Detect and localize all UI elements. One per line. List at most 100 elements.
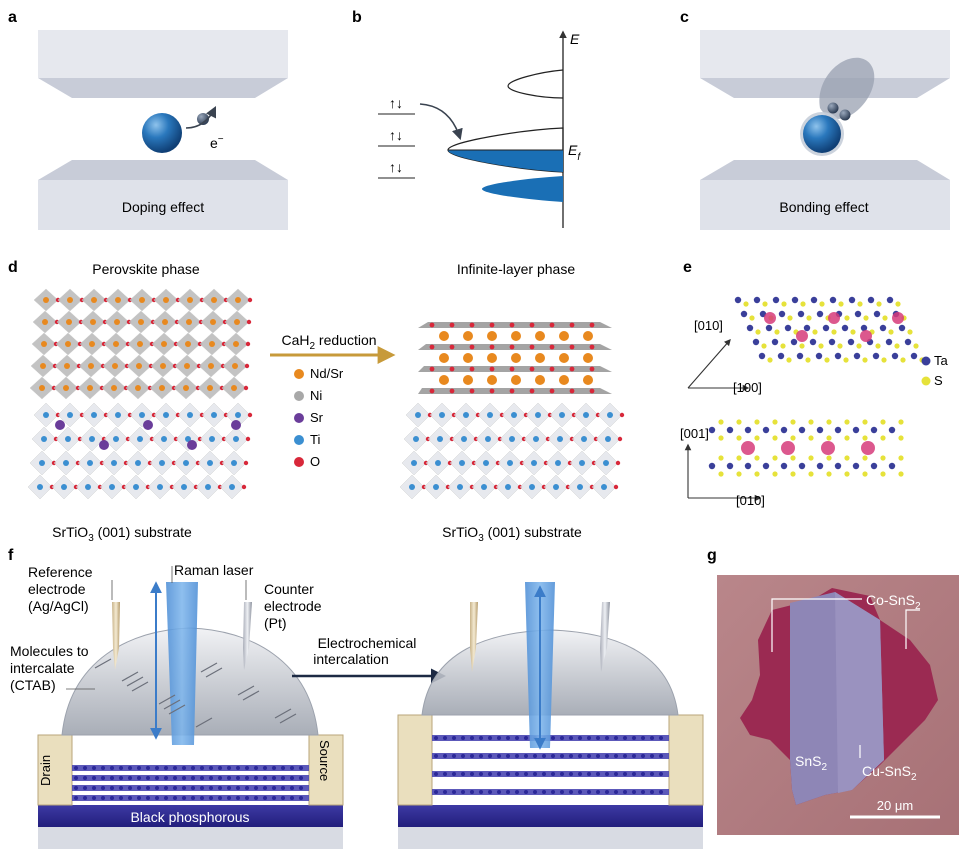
legend-label: Sr	[310, 410, 324, 425]
oxygen-atom	[509, 388, 515, 394]
axis-010-bottom-label: [010]	[736, 493, 765, 508]
p-atom	[497, 754, 501, 758]
bp-layer	[72, 775, 309, 781]
s-atom	[862, 455, 868, 461]
p-atom	[191, 786, 195, 790]
lattice-atom	[163, 412, 169, 418]
lattice-atom	[115, 297, 121, 303]
bp-substrate-left	[38, 805, 343, 827]
lattice-atom	[435, 460, 441, 466]
s-atom	[880, 419, 886, 425]
p-atom	[281, 776, 285, 780]
p-atom	[209, 766, 213, 770]
s-atom	[862, 435, 868, 441]
p-atom	[119, 766, 123, 770]
p-atom	[560, 754, 564, 758]
oxygen-atom	[549, 322, 555, 328]
oxygen-atom	[569, 388, 575, 394]
lattice-atom	[114, 319, 120, 325]
s-atom	[736, 419, 742, 425]
p-atom	[191, 776, 195, 780]
legend-label: S	[934, 373, 943, 388]
lattice-atom	[162, 319, 168, 325]
electron-transfer-arrow	[185, 105, 217, 129]
p-atom	[650, 772, 654, 776]
bp-layer	[72, 795, 309, 801]
oxygen-atom	[489, 344, 495, 350]
lattice-atom	[232, 363, 238, 369]
p-atom	[119, 786, 123, 790]
p-atom	[218, 796, 222, 800]
p-atom	[164, 766, 168, 770]
p-atom	[137, 766, 141, 770]
p-atom	[281, 766, 285, 770]
p-atom	[488, 736, 492, 740]
bp-layers-left	[72, 765, 309, 801]
lattice-atom	[137, 341, 143, 347]
p-atom	[254, 786, 258, 790]
bp-layer	[432, 771, 669, 777]
s-atom	[907, 329, 913, 335]
panel-d-label: d	[8, 259, 18, 276]
p-atom	[227, 776, 231, 780]
oxygen-atom	[245, 341, 251, 347]
sns2-label: SnS2	[795, 753, 827, 773]
lattice-atom	[109, 484, 115, 490]
lattice-atom	[210, 319, 216, 325]
p-atom	[299, 796, 303, 800]
lattice-atom	[411, 460, 417, 466]
s-atom	[844, 315, 850, 321]
lattice-atom	[163, 297, 169, 303]
oxygen-atom	[469, 388, 475, 394]
reference-electrode-label: Reference electrode (Ag/AgCl)	[28, 564, 93, 614]
lattice-atom	[207, 460, 213, 466]
ta-atom	[870, 426, 878, 434]
s-atom	[862, 419, 868, 425]
p-atom	[182, 766, 186, 770]
p-atom	[560, 772, 564, 776]
p-atom	[83, 776, 87, 780]
ndsr-atom	[487, 353, 497, 363]
s-atom	[881, 357, 887, 363]
oxygen-atom	[529, 322, 535, 328]
reduction-label: CaH2 reduction	[281, 332, 376, 352]
p-atom	[290, 796, 294, 800]
reference-electrode-tip-right	[470, 602, 478, 672]
oxygen-atom	[549, 344, 555, 350]
s-atom	[805, 357, 811, 363]
lattice-atom	[37, 484, 43, 490]
ctab-molecule	[131, 681, 149, 692]
sr-atom	[187, 440, 197, 450]
bonding-caption: Bonding effect	[779, 199, 868, 215]
ta-atom	[834, 426, 842, 434]
p-atom	[209, 786, 213, 790]
p-atom	[515, 736, 519, 740]
p-atom	[605, 790, 609, 794]
p-atom	[137, 796, 141, 800]
p-atom	[515, 772, 519, 776]
s-atom	[844, 455, 850, 461]
ta-atom	[726, 426, 734, 434]
ta-atom	[898, 324, 906, 332]
drain-label: Drain	[38, 755, 53, 786]
s-atom	[749, 315, 755, 321]
p-atom	[182, 776, 186, 780]
p-atom	[650, 754, 654, 758]
p-atom	[182, 786, 186, 790]
p-atom	[596, 754, 600, 758]
oxygen-atom	[429, 344, 435, 350]
svg-text:(Pt): (Pt)	[264, 615, 287, 631]
oxygen-atom	[529, 388, 535, 394]
panel-e-label: e	[683, 259, 692, 276]
p-atom	[560, 790, 564, 794]
oxygen-atom	[245, 436, 251, 442]
lattice-atom	[601, 484, 607, 490]
s-atom	[898, 455, 904, 461]
oxygen-atom	[241, 484, 247, 490]
p-atom	[461, 790, 465, 794]
ta-atom	[758, 352, 766, 360]
lattice-atom	[187, 412, 193, 418]
lattice-atom	[579, 460, 585, 466]
ta-atom	[854, 310, 862, 318]
